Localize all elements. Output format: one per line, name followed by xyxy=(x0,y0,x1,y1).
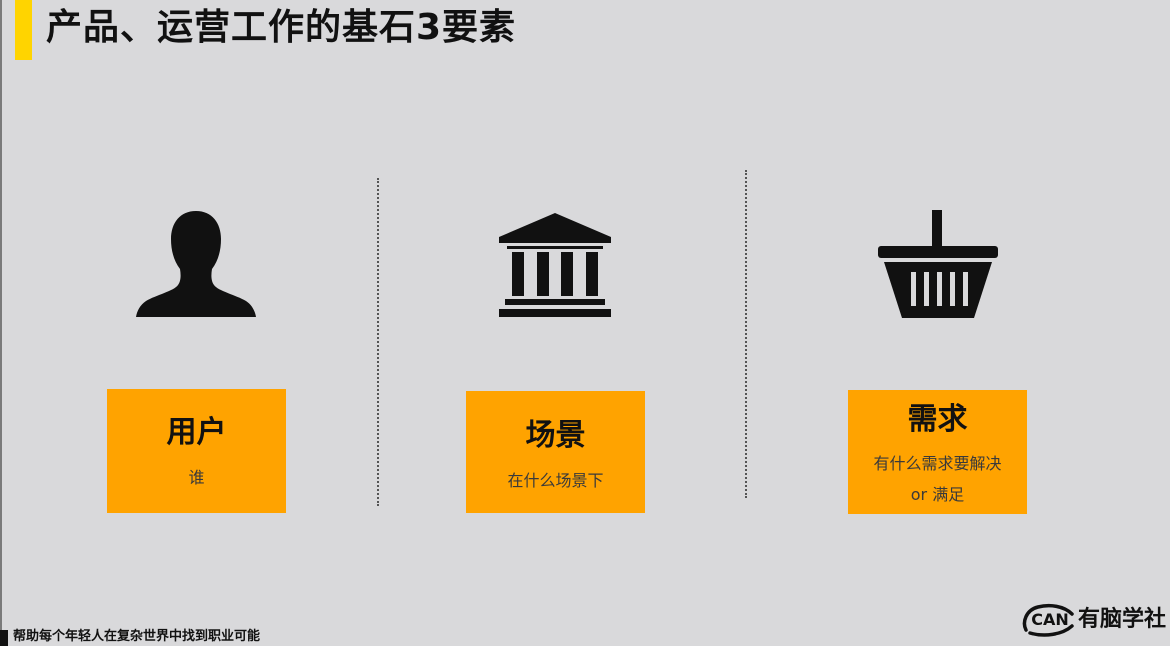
need-card-subtitle-2: or 满足 xyxy=(910,485,965,504)
dotted-divider-left xyxy=(377,178,379,506)
footer-marker xyxy=(0,630,8,646)
scene-card-title: 场景 xyxy=(525,418,586,453)
page-title: 产品、运营工作的基石3要素 xyxy=(46,7,517,48)
user-card-subtitle: 谁 xyxy=(188,468,205,487)
building-columns-icon xyxy=(499,213,611,317)
footer-slogan: 帮助每个年轻人在复杂世界中找到职业可能 xyxy=(13,629,261,644)
dotted-divider-right xyxy=(745,170,747,498)
user-card: 用户 谁 xyxy=(107,389,286,513)
title-accent-bar xyxy=(15,0,32,60)
brand-logo-name: 有脑学社 xyxy=(1078,607,1167,632)
scene-card: 场景 在什么场景下 xyxy=(466,391,645,513)
person-silhouette-icon xyxy=(136,211,256,317)
need-card: 需求 有什么需求要解决 or 满足 xyxy=(848,390,1027,514)
user-card-title: 用户 xyxy=(166,415,227,450)
brand-logo: CAN 有脑学社 xyxy=(1020,602,1166,638)
shopping-basket-icon xyxy=(878,210,998,318)
need-card-title: 需求 xyxy=(907,402,968,437)
brand-logo-mark-icon xyxy=(1022,603,1074,637)
left-edge-line xyxy=(0,0,2,646)
scene-card-subtitle: 在什么场景下 xyxy=(507,471,604,490)
brand-logo-mark-text: CAN xyxy=(1031,610,1069,629)
need-card-subtitle: 有什么需求要解决 xyxy=(873,454,1002,473)
